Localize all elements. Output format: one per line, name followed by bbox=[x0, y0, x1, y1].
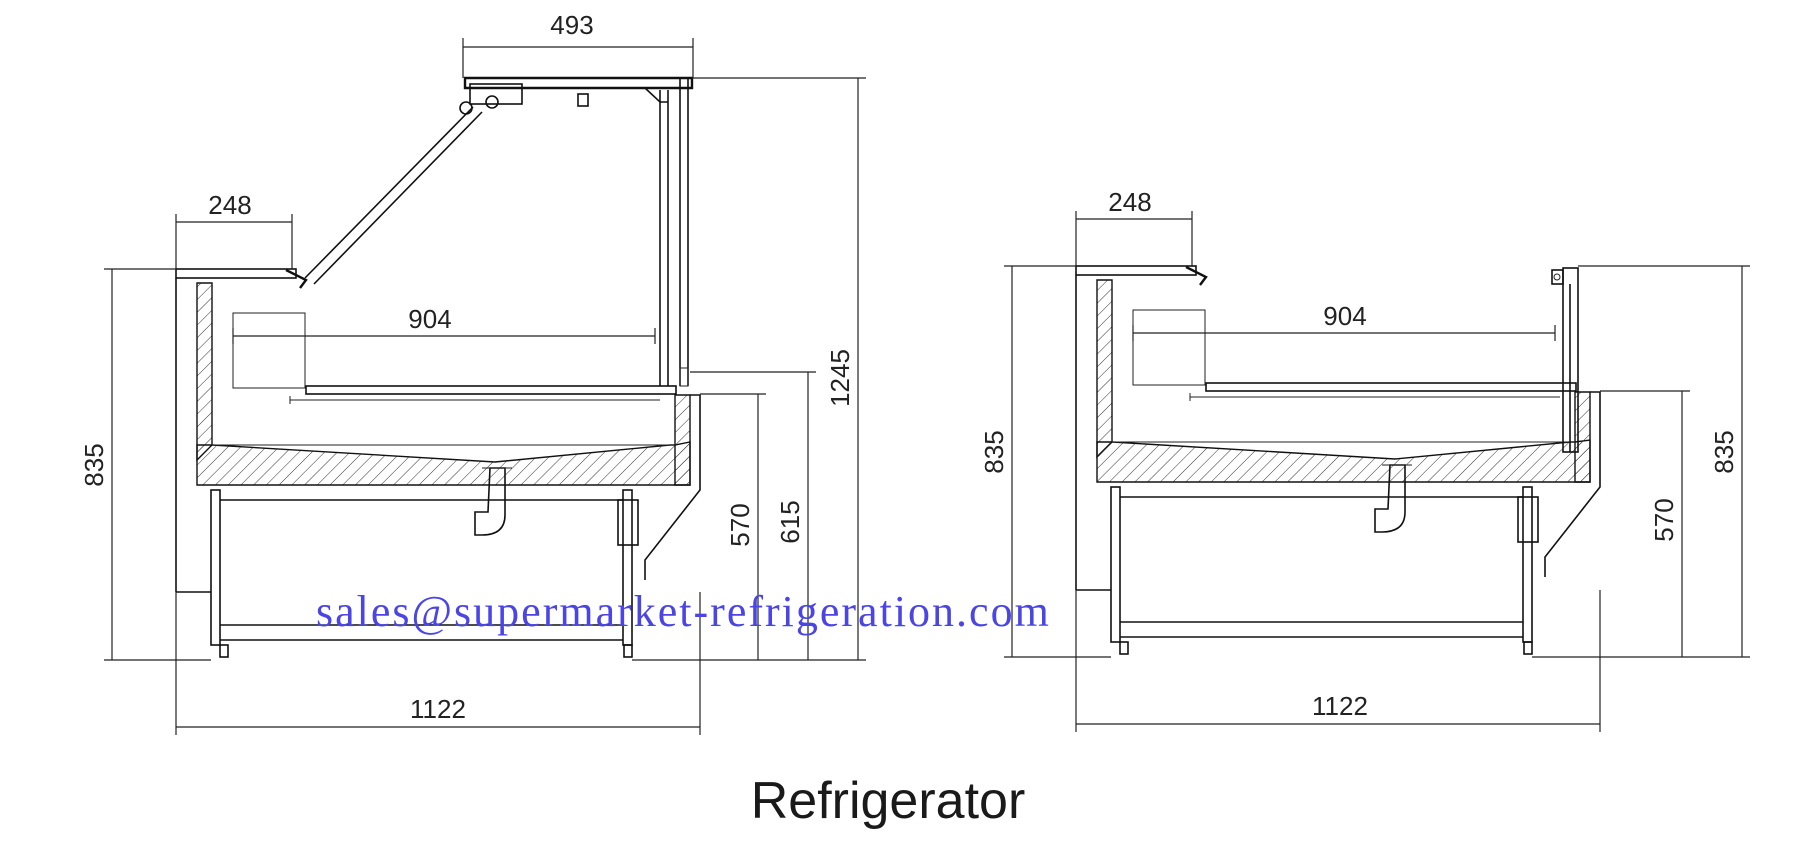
dim-counter-height-left: 835 bbox=[979, 430, 1009, 473]
right-cabinet bbox=[1075, 265, 1601, 655]
dim-rear-height-570: 570 bbox=[725, 503, 755, 546]
dim-rear-height: 570 bbox=[1649, 498, 1679, 541]
left-dimension-lines bbox=[104, 38, 866, 735]
left-dimension-labels: 493 248 904 1122 835 1245 615 570 bbox=[79, 10, 855, 724]
dim-counter-height: 835 bbox=[79, 443, 109, 486]
dim-inner-width: 904 bbox=[408, 304, 451, 334]
dim-total-height: 1245 bbox=[825, 349, 855, 407]
left-cabinet bbox=[175, 76, 701, 658]
drawing-title: Refrigerator bbox=[751, 772, 1026, 830]
right-view: 248 904 1122 835 835 570 bbox=[979, 187, 1750, 732]
dim-front-shelf: 248 bbox=[1108, 187, 1151, 217]
dim-counter-height-right: 835 bbox=[1709, 430, 1739, 473]
dim-rear-height-615: 615 bbox=[775, 500, 805, 543]
left-view: 493 248 904 1122 835 1245 615 570 bbox=[79, 10, 866, 735]
right-dimension-labels: 248 904 1122 835 835 570 bbox=[979, 187, 1739, 721]
dim-total-width: 1122 bbox=[1312, 691, 1368, 721]
dim-top-width: 493 bbox=[550, 10, 593, 40]
dim-total-width: 1122 bbox=[410, 694, 466, 724]
right-dimension-lines bbox=[1004, 211, 1750, 732]
dim-front-shelf: 248 bbox=[208, 190, 251, 220]
watermark-email: sales@supermarket-refrigeration.com bbox=[316, 587, 1051, 636]
dim-inner-width: 904 bbox=[1323, 301, 1366, 331]
